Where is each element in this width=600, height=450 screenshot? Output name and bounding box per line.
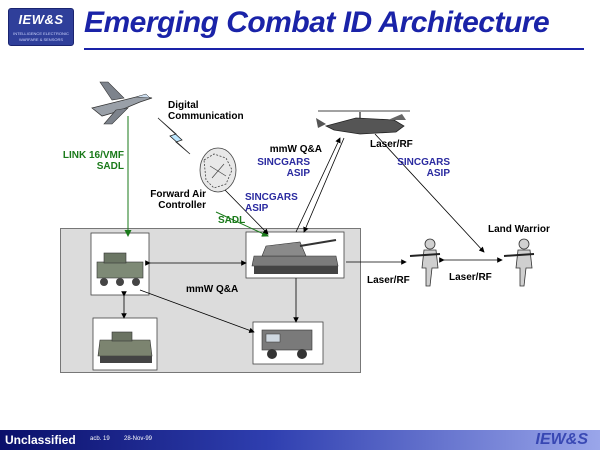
footer-bar: Unclassified acb. 19 28-Nov-99 IEW&S xyxy=(0,430,600,450)
laser-rf-top-label: Laser/RF xyxy=(370,139,413,150)
sincgars-top-label: SINCGARS ASIP xyxy=(257,157,310,179)
fac-tank-connector xyxy=(224,189,269,235)
attack-helicopter-icon xyxy=(316,110,410,135)
command-vehicle-tile xyxy=(90,232,150,296)
land-warrior-icon xyxy=(503,238,535,287)
reference-label: acb. 19 xyxy=(90,436,110,442)
forward-air-controller-label: Forward Air Controller xyxy=(150,189,206,211)
mmw-up-connector xyxy=(295,137,341,233)
mmw-qa-top-label: mmW Q&A xyxy=(269,144,322,155)
fighter-jet-icon xyxy=(91,81,153,125)
bradley-vehicle-tile xyxy=(92,317,158,371)
title-underline xyxy=(84,48,584,50)
mmw-qa-panel-label: mmW Q&A xyxy=(186,284,239,295)
sadl-connector xyxy=(215,211,269,237)
forward-air-controller-icon xyxy=(199,147,237,193)
laser-rf-right-label: Laser/RF xyxy=(449,272,492,283)
page-title: Emerging Combat ID Architecture xyxy=(84,6,550,39)
mmw-down-connector xyxy=(303,137,345,233)
laser-rf-left-label: Laser/RF xyxy=(367,275,410,286)
sincgars-left-label: SINCGARS ASIP xyxy=(245,192,298,214)
classification-label: Unclassified xyxy=(5,433,76,447)
link16-label: LINK 16/VMF SADL xyxy=(62,150,124,172)
footer-brand: IEW&S xyxy=(535,431,588,448)
iews-logo: IEW&S INTELLIGENCE ELECTRONIC WARFARE & … xyxy=(8,8,74,46)
date-label: 28-Nov-99 xyxy=(124,436,153,442)
sincgars-right-label: SINCGARS ASIP xyxy=(397,157,450,179)
sadl-label: SADL xyxy=(218,215,246,226)
land-warrior-label: Land Warrior xyxy=(488,224,550,235)
main-battle-tank-tile xyxy=(245,231,345,279)
heli-laser-connector xyxy=(374,133,485,253)
humvee-tile xyxy=(252,321,324,365)
logo-text: IEW&S xyxy=(18,12,64,27)
soldier-icon xyxy=(409,238,441,287)
command-humvee-connector xyxy=(139,289,255,333)
digital-communication-label: Digital Communication xyxy=(168,100,244,122)
logo-subtext: INTELLIGENCE ELECTRONIC WARFARE & SENSOR… xyxy=(13,31,69,42)
lightning-bolt-icon xyxy=(157,117,191,155)
